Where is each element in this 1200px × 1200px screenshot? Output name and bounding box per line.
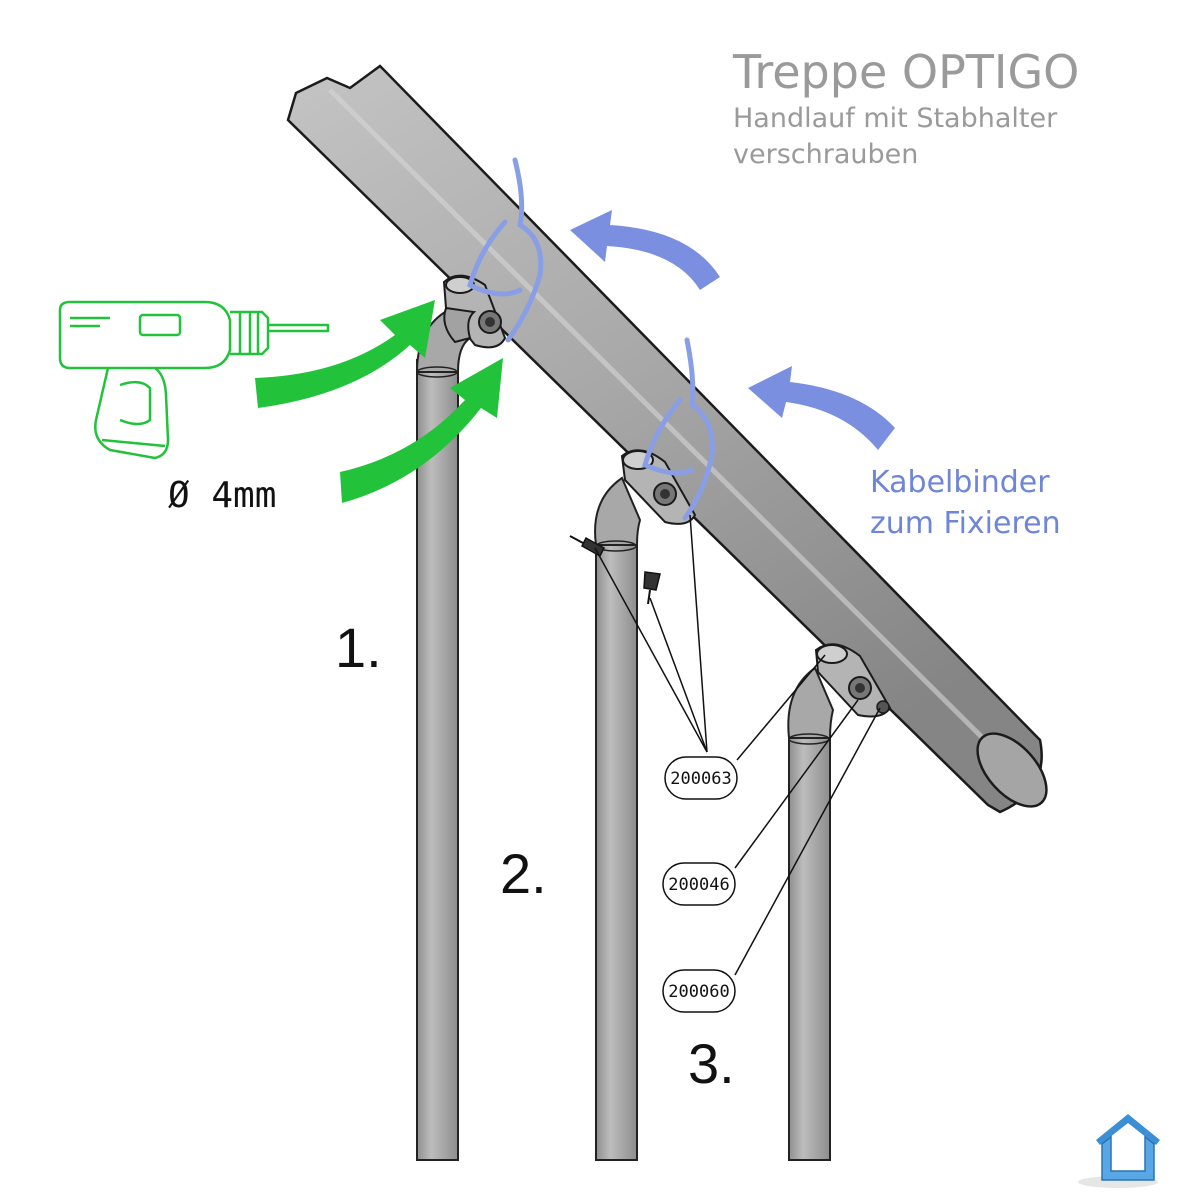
post-3 bbox=[788, 724, 831, 1161]
part-badge: 200046 bbox=[662, 862, 736, 906]
post-1 bbox=[416, 359, 459, 1161]
post-2-bend bbox=[594, 476, 642, 546]
part-number: 200060 bbox=[668, 982, 729, 1002]
part-number: 200063 bbox=[670, 769, 731, 789]
holder-2 bbox=[620, 449, 697, 525]
part-badge: 200063 bbox=[664, 756, 738, 800]
cable-tie-note-1: Kabelbinder bbox=[870, 465, 1050, 500]
page-subtitle-2: verschrauben bbox=[733, 139, 918, 170]
blue-arrow-lower bbox=[748, 366, 895, 450]
page-title: Treppe OPTIGO bbox=[732, 45, 1079, 99]
holder-1 bbox=[442, 274, 507, 349]
cable-tie-note-2: zum Fixieren bbox=[870, 506, 1061, 541]
step-1-label: 1. bbox=[335, 616, 382, 679]
drill-diameter-label: Ø 4mm bbox=[168, 475, 276, 516]
part-badge: 200060 bbox=[662, 969, 736, 1013]
step-3-label: 3. bbox=[688, 1032, 735, 1095]
blue-arrows bbox=[570, 210, 895, 450]
part-number: 200046 bbox=[668, 875, 729, 895]
green-arrow-upper bbox=[255, 300, 435, 408]
leader-lines bbox=[594, 514, 881, 976]
house-logo-icon bbox=[1078, 1114, 1160, 1188]
blue-arrow-upper bbox=[570, 210, 720, 290]
post-2 bbox=[595, 529, 638, 1161]
green-arrow-lower bbox=[340, 358, 503, 503]
page-subtitle-1: Handlauf mit Stabhalter bbox=[733, 103, 1058, 134]
screws bbox=[569, 535, 661, 605]
handrail bbox=[286, 64, 1048, 814]
green-arrows bbox=[255, 300, 503, 503]
step-2-label: 2. bbox=[500, 842, 547, 905]
holder-3 bbox=[814, 643, 892, 718]
rod-holders bbox=[442, 274, 892, 718]
drill-icon bbox=[58, 300, 330, 460]
cable-ties bbox=[467, 157, 715, 521]
